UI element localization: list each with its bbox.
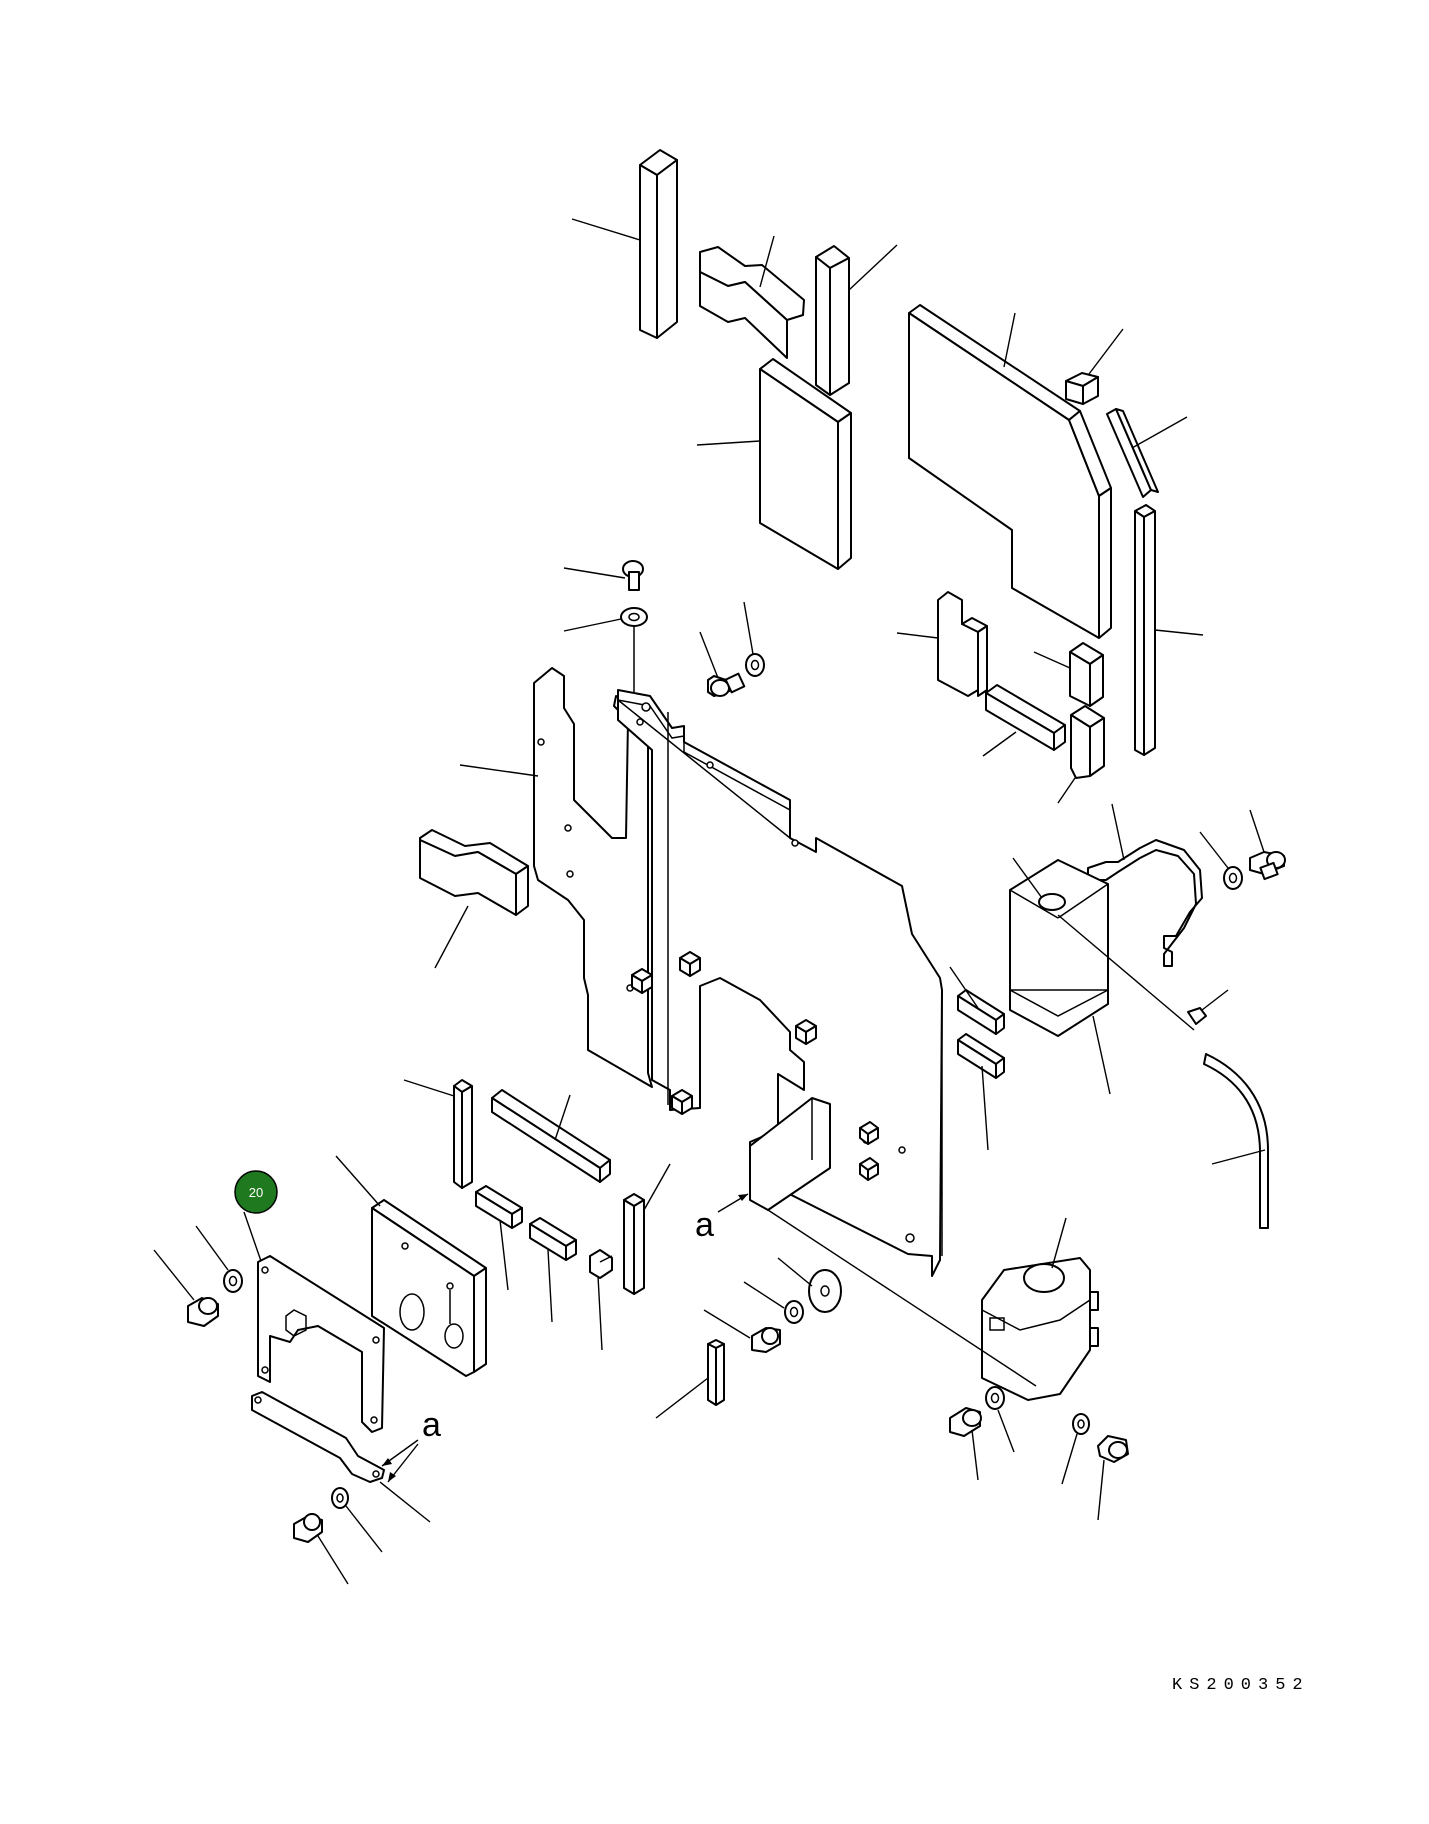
washer-large-center [777, 1257, 842, 1313]
callout-a-left-label: a [422, 1406, 441, 1444]
pad-l-block [896, 591, 988, 697]
pad-long-vertical-strip [1134, 504, 1204, 756]
bolt-strap-left [293, 1513, 349, 1585]
callout-a-center-label: a [695, 1206, 714, 1244]
bolt-top [563, 560, 644, 591]
pad-short-2 [529, 1217, 577, 1323]
panel-block-4 [671, 1089, 693, 1115]
pad-horizontal-bar-long [491, 1089, 611, 1183]
bolt-center [703, 1309, 781, 1353]
pad-short-3 [589, 1249, 613, 1351]
pad-notched-left [419, 829, 529, 969]
cap-tank-top [1187, 989, 1229, 1025]
pad-vertical-bar-left [403, 1079, 473, 1189]
panel-block-6 [859, 1157, 879, 1181]
pad-small-block-top [1065, 328, 1124, 405]
cover-plate-thick [335, 1155, 487, 1377]
hose-routing-line [1057, 914, 1195, 1031]
sub-plate [749, 1097, 831, 1211]
insulation-panel-large-left [696, 358, 852, 570]
washer-lower-tank-right [1061, 1413, 1090, 1485]
lower-tank [981, 1217, 1099, 1401]
pad-small-strip-diagonal [1106, 408, 1188, 498]
bolt-lower-tank-right [1097, 1435, 1129, 1521]
breather-hose [1203, 1053, 1269, 1229]
mounting-plate-left [257, 1255, 385, 1433]
strap-bar-left [251, 1391, 431, 1523]
panel-block-3 [795, 1019, 817, 1045]
item-marker-20[interactable]: 20 [234, 1170, 278, 1265]
tank-strap-bracket [1087, 803, 1203, 967]
bolt-lower-tank-left [949, 1407, 982, 1481]
bolt-bracket-upper [699, 631, 746, 697]
bolt-plate-left [153, 1249, 219, 1327]
panel-block-2 [631, 968, 653, 994]
insulation-panel-large-right [908, 304, 1112, 639]
pad-vertical-bar-right [623, 1163, 671, 1295]
pad-strip-vertical-right-1 [949, 966, 1005, 1035]
insulation-pad-tall-left [571, 149, 678, 339]
washer-strap-left [331, 1487, 383, 1553]
washer-plate-left [195, 1225, 243, 1293]
washer-bracket-upper [743, 601, 765, 677]
item-marker-label: 20 [249, 1185, 263, 1200]
washer-top [563, 607, 648, 700]
mount-routing-line [767, 1209, 1037, 1387]
drawing-number: KS200352 [1172, 1676, 1310, 1695]
callout-a-center: a [695, 1193, 749, 1244]
washer-center [743, 1281, 804, 1324]
pad-small-vertical-bottom [655, 1339, 725, 1419]
washer-bracket-right [1199, 831, 1243, 890]
pad-small-square-1 [1033, 642, 1104, 707]
side-panel-left [459, 667, 653, 1088]
pad-small-square-2 [1057, 705, 1105, 804]
insulation-pad-tall-middle [815, 244, 898, 396]
panel-block-1 [679, 951, 701, 977]
pad-strip-vertical-right-2 [957, 1033, 1005, 1151]
reservoir-tank [1009, 857, 1111, 1095]
panel-block-5 [859, 1121, 879, 1145]
callout-a-left: a [381, 1406, 441, 1483]
insulation-pad-notched [699, 235, 805, 359]
pad-short-1 [475, 1185, 523, 1291]
pad-bar-horizontal-upper [982, 684, 1066, 757]
bolt-bracket-right [1249, 809, 1286, 881]
washer-lower-tank-left [985, 1386, 1015, 1453]
